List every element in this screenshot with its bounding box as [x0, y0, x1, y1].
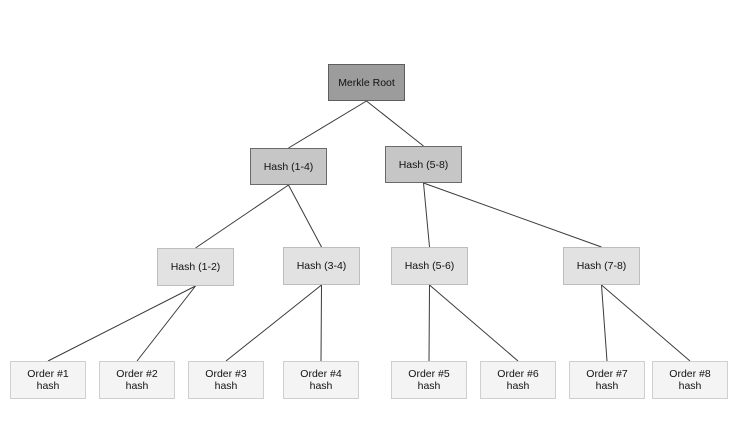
merkle-root-node: Merkle Root	[328, 64, 405, 101]
edge-root-h58	[366, 100, 424, 147]
edge-h14-h12	[195, 184, 289, 249]
order-7-hash-label: Order #7 hash	[586, 368, 628, 392]
edge-h34-o3	[225, 284, 322, 362]
hash-3-4-node: Hash (3-4)	[283, 247, 360, 285]
order-1-hash-node: Order #1 hash	[10, 361, 86, 399]
hash-1-4-node: Hash (1-4)	[250, 148, 327, 185]
order-5-hash-label: Order #5 hash	[408, 368, 450, 392]
edge-h12-o1	[47, 285, 196, 362]
hash-1-4-label: Hash (1-4)	[263, 160, 314, 173]
hash-5-8-label: Hash (5-8)	[398, 158, 449, 171]
order-1-hash-label: Order #1 hash	[27, 368, 69, 392]
edge-h78-o7	[601, 284, 608, 362]
hash-1-2-node: Hash (1-2)	[157, 248, 234, 286]
edge-h56-o5	[428, 284, 430, 362]
hash-5-8-node: Hash (5-8)	[385, 146, 462, 183]
order-2-hash-label: Order #2 hash	[116, 368, 158, 392]
hash-7-8-node: Hash (7-8)	[563, 247, 640, 285]
hash-5-6-node: Hash (5-6)	[391, 247, 468, 285]
order-4-hash-node: Order #4 hash	[283, 361, 359, 399]
edge-h58-h56	[423, 182, 430, 248]
edge-root-h14	[288, 100, 367, 149]
edge-h56-o6	[429, 284, 519, 362]
edge-h14-h34	[288, 184, 322, 248]
order-3-hash-label: Order #3 hash	[205, 368, 247, 392]
hash-1-2-label: Hash (1-2)	[170, 261, 221, 273]
edge-h12-o2	[136, 285, 196, 362]
edge-h58-h78	[423, 182, 602, 248]
order-3-hash-node: Order #3 hash	[188, 361, 264, 399]
order-5-hash-node: Order #5 hash	[391, 361, 467, 399]
order-7-hash-node: Order #7 hash	[569, 361, 645, 399]
hash-5-6-label: Hash (5-6)	[404, 260, 455, 272]
order-4-hash-label: Order #4 hash	[300, 368, 342, 392]
edge-h78-o8	[601, 284, 691, 362]
order-8-hash-node: Order #8 hash	[652, 361, 728, 399]
order-6-hash-label: Order #6 hash	[497, 368, 539, 392]
order-2-hash-node: Order #2 hash	[99, 361, 175, 399]
hash-3-4-label: Hash (3-4)	[296, 260, 347, 272]
hash-7-8-label: Hash (7-8)	[576, 260, 627, 272]
order-8-hash-label: Order #8 hash	[669, 368, 711, 392]
order-6-hash-node: Order #6 hash	[480, 361, 556, 399]
edge-h34-o4	[320, 284, 322, 362]
merkle-root-label: Merkle Root	[338, 76, 395, 89]
